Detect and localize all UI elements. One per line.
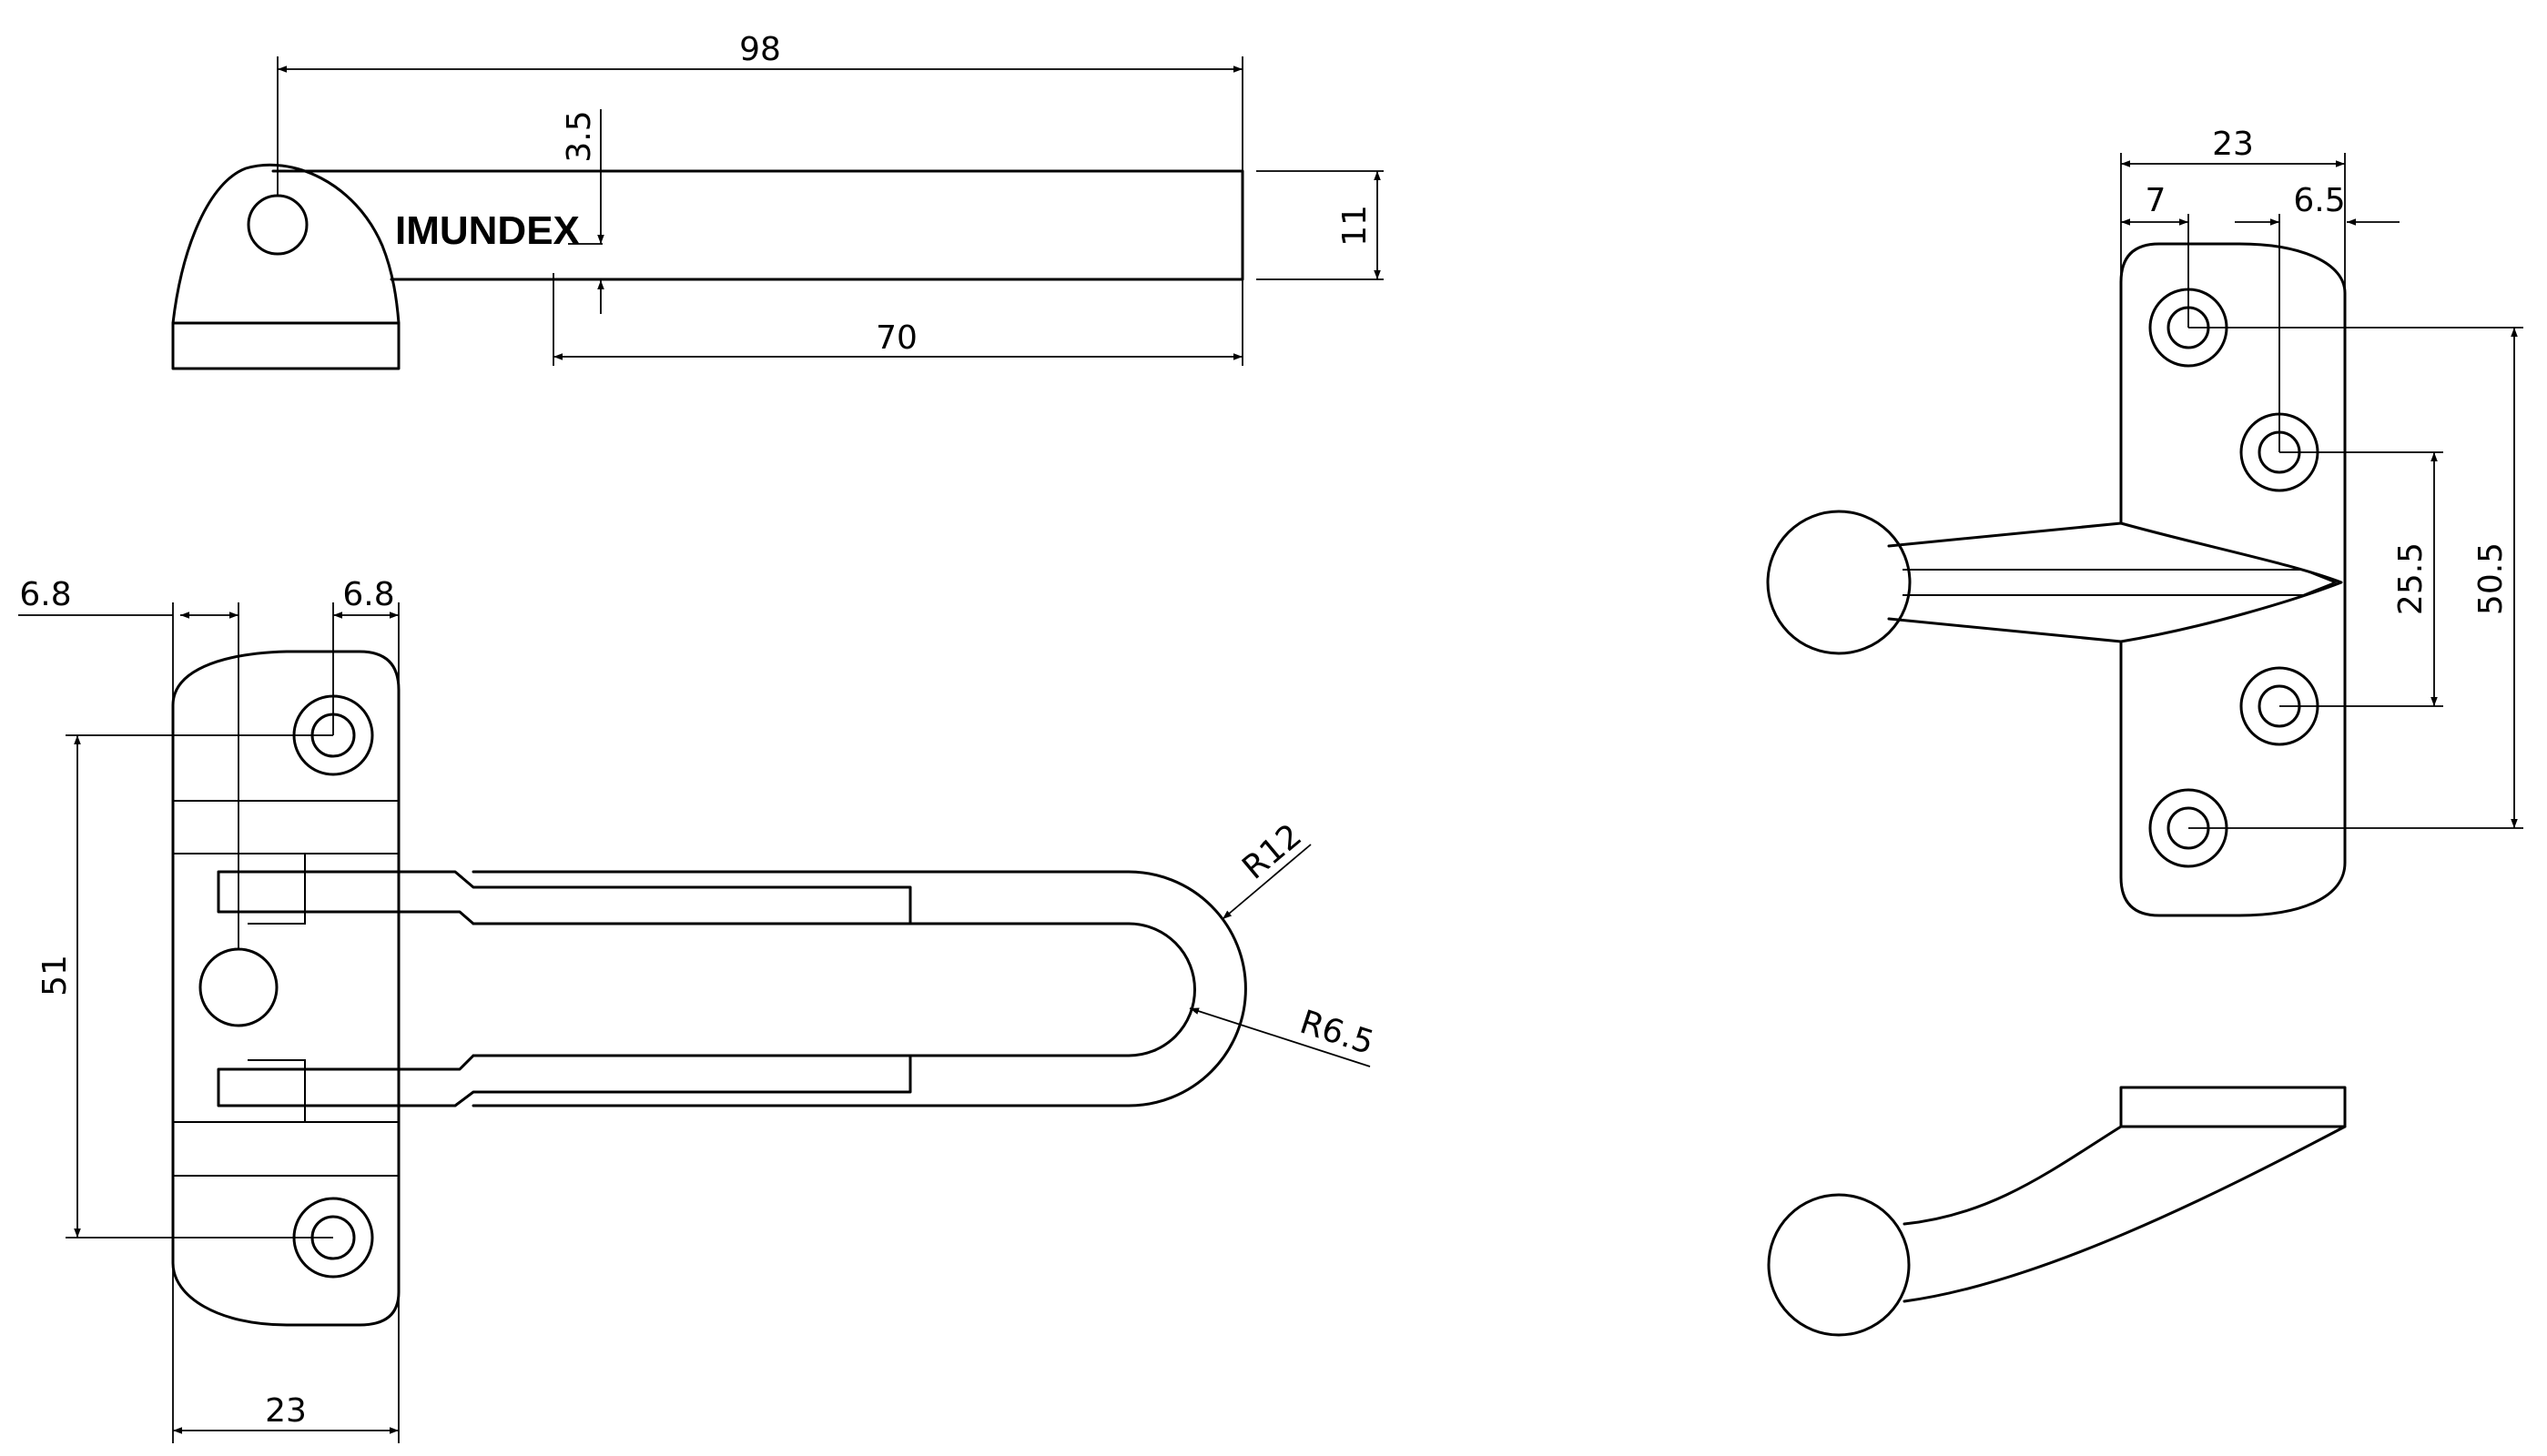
right-side-view <box>1767 1086 2347 1337</box>
dim-left-hole-spacing: 51 <box>36 955 74 996</box>
dim-top-thickness: 11 <box>1336 205 1374 247</box>
right-side-hook <box>1903 1125 2347 1303</box>
dim-left-margin-left: 6.8 <box>19 576 71 613</box>
brand-label: IMUNDEX <box>395 208 580 253</box>
top-bar <box>271 169 1244 281</box>
left-hinge-tab-bottom <box>248 1059 306 1123</box>
left-guard-arm <box>217 870 912 925</box>
right-spear-center <box>1903 569 2338 596</box>
top-base-block <box>171 321 401 370</box>
right-knob <box>1766 510 1912 655</box>
top-dimensions: 98 3.5 11 70 <box>277 31 1384 366</box>
dim-left-width: 23 <box>265 1392 307 1430</box>
top-pivot-hole <box>247 194 309 256</box>
dim-top-length: 98 <box>739 31 781 68</box>
left-guard-slot <box>472 922 1196 1057</box>
dim-left-margin-right: 6.8 <box>342 576 394 613</box>
left-guard-arm-lower <box>217 1054 912 1107</box>
left-guard-loop <box>472 870 1247 1107</box>
dim-radius-inner: R6.5 <box>1295 1004 1378 1062</box>
right-side-base <box>2119 1086 2347 1128</box>
left-pivot-hole <box>198 947 279 1027</box>
left-base-plate <box>171 650 401 1327</box>
top-side-view: IMUNDEX <box>171 163 1244 370</box>
dim-right-left-offset: 7 <box>2146 182 2166 219</box>
left-hinge-tab-top <box>248 853 306 925</box>
top-knuckle <box>171 163 401 325</box>
right-dimensions: 23 7 6.5 25.5 50.5 <box>2120 126 2523 829</box>
left-dimensions: 6.8 6.8 51 23 R12 R6.5 <box>18 576 1378 1443</box>
right-side-knob <box>1767 1193 1911 1337</box>
right-front-view <box>1766 242 2347 917</box>
left-front-view <box>171 650 1247 1327</box>
dim-right-outer-spacing: 50.5 <box>2472 542 2510 615</box>
right-spear <box>1887 521 2343 643</box>
right-receiver-plate <box>2119 242 2347 917</box>
dim-right-right-offset: 6.5 <box>2293 182 2345 219</box>
dim-right-inner-spacing: 25.5 <box>2392 542 2430 615</box>
dim-top-offset: 3.5 <box>561 110 598 162</box>
dim-top-slot: 70 <box>876 319 918 357</box>
dim-right-width: 23 <box>2212 126 2254 163</box>
